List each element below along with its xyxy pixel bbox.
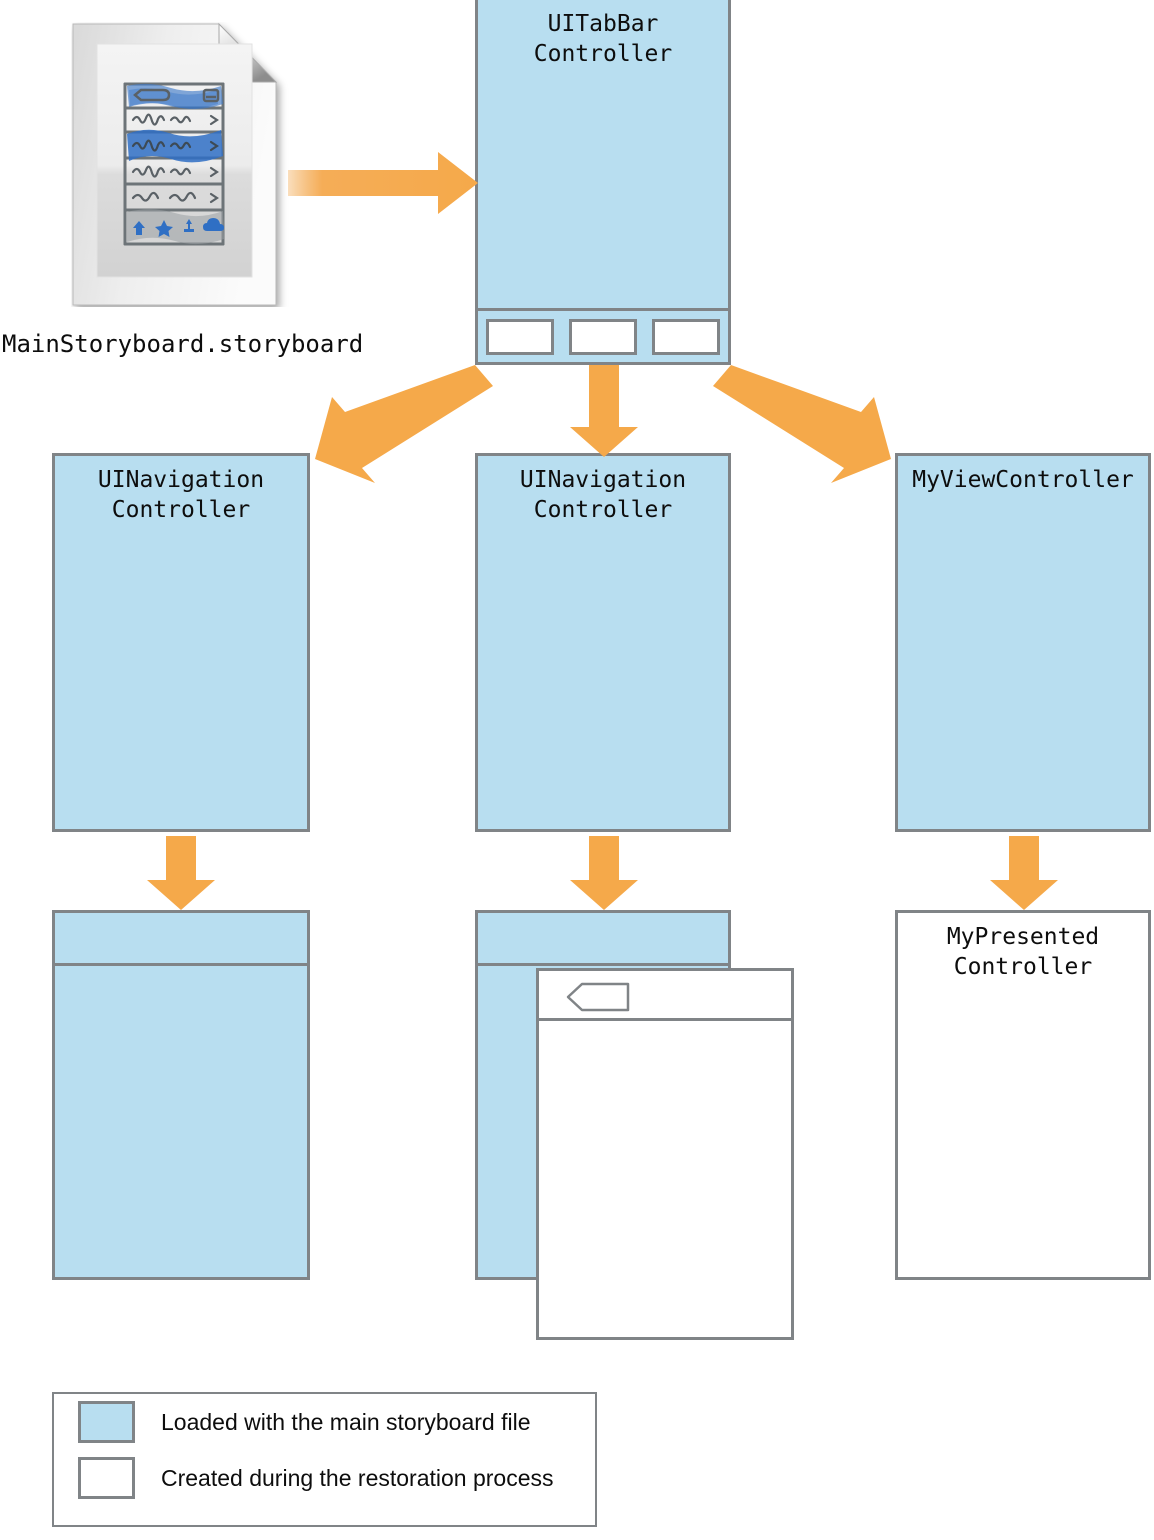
arrow-tabbar-to-nav-mid — [570, 365, 638, 457]
node-label-uinavigationcontroller-left: UINavigation Controller — [97, 467, 265, 523]
node-myviewcontroller[interactable]: MyViewController — [895, 453, 1151, 832]
back-chevron-icon[interactable] — [551, 981, 631, 1017]
node-child-view-left[interactable] — [52, 910, 310, 1280]
node-restored-pushed-view[interactable] — [536, 968, 794, 1340]
arrow-tabbar-to-nav-left — [315, 365, 493, 483]
arrow-file-to-tabbar — [288, 152, 478, 214]
arrow-myview-to-presented — [990, 836, 1058, 910]
arrow-nav-mid-to-child-mid — [570, 836, 638, 910]
tab-item-2[interactable] — [568, 318, 637, 355]
arrow-nav-left-to-child-left — [147, 836, 215, 910]
tab-item-3[interactable] — [652, 318, 721, 355]
storyboard-file-icon — [71, 22, 296, 307]
tabbar-content-area: UITabBar Controller — [478, 0, 728, 308]
legend-row-created: Created during the restoration process — [54, 1450, 595, 1506]
tab-bar-strip — [478, 308, 728, 362]
legend-row-loaded: Loaded with the main storyboard file — [54, 1394, 595, 1450]
legend-label-created: Created during the restoration process — [161, 1464, 554, 1491]
nav-bar-strip-restored — [539, 971, 791, 1021]
node-label-myviewcontroller: MyViewController — [912, 467, 1134, 493]
nav-bar-strip-middle — [478, 913, 728, 966]
legend-swatch-created — [78, 1457, 135, 1499]
storyboard-file-caption: MainStoryboard.storyboard — [2, 330, 364, 358]
node-mypresentedcontroller[interactable]: MyPresented Controller — [895, 910, 1151, 1280]
node-uinavigationcontroller-left[interactable]: UINavigation Controller — [52, 453, 310, 832]
node-uinavigationcontroller-middle[interactable]: UINavigation Controller — [475, 453, 731, 832]
legend-swatch-loaded — [78, 1401, 135, 1443]
tab-item-1[interactable] — [485, 318, 554, 355]
node-label-uinavigationcontroller-middle: UINavigation Controller — [519, 467, 687, 523]
legend: Loaded with the main storyboard file Cre… — [52, 1392, 597, 1527]
node-label-mypresentedcontroller: MyPresented Controller — [946, 924, 1100, 980]
arrow-tabbar-to-myview — [713, 365, 891, 483]
node-uitabbarcontroller[interactable]: UITabBar Controller — [475, 0, 731, 365]
node-label-uitabbarcontroller: UITabBar Controller — [533, 11, 673, 67]
legend-label-loaded: Loaded with the main storyboard file — [161, 1408, 531, 1435]
nav-bar-strip-left — [55, 913, 307, 966]
